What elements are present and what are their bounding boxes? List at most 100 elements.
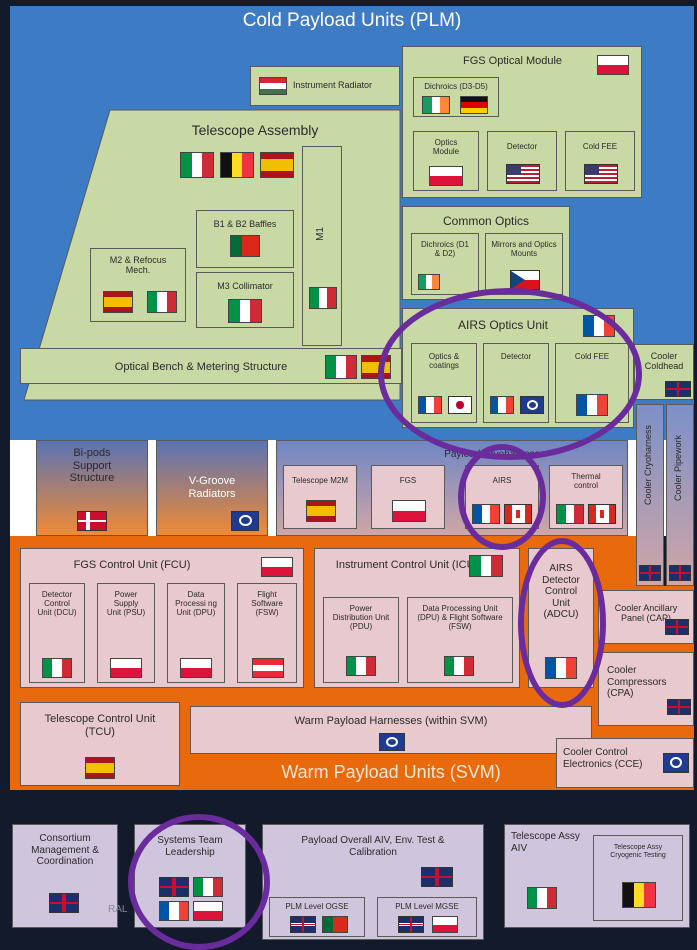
poland-flag [597, 55, 629, 75]
highlight-ring-adcu [518, 538, 606, 708]
optics-module-label: Optics Module [432, 138, 460, 157]
cce-box: Cooler Control Electronics (CCE) [556, 738, 694, 788]
ireland-flag [418, 274, 440, 290]
instrument-radiator-label: Instrument Radiator [293, 80, 373, 90]
dpu-box: Data Processi ng Unit (DPU) [167, 583, 225, 683]
uk-flag [665, 381, 691, 397]
cooler-coldhead-label: Cooler Coldhead [644, 351, 684, 372]
usa-flag [506, 164, 540, 184]
psu-box: Power Supply Unit (PSU) [97, 583, 155, 683]
common-optics-box: Common Optics Dichroics (D1 & D2) Mirror… [402, 206, 570, 300]
pdu-box: Power Distribution Unit (PDU) [323, 597, 399, 683]
payload-aiv-label: Payload Overall AIV, Env. Test & Calibra… [301, 835, 445, 858]
m1-label: M1 [315, 227, 326, 241]
cooler-cryoharness-label: Cooler Cryoharness [643, 425, 653, 506]
hungary-flag [259, 77, 287, 95]
cce-label: Cooler Control Electronics (CCE) [563, 747, 643, 770]
mirrors-mounts-box: Mirrors and Optics Mounts [485, 233, 563, 295]
partial-text: RAL [108, 904, 128, 915]
instrument-radiator-box: Instrument Radiator [250, 66, 400, 106]
m2-refocus-label: M2 & Refocus Mech. [109, 255, 167, 276]
svm-title: Warm Payload Units (SVM) [281, 762, 501, 782]
italy-flag [147, 291, 177, 313]
spain-flag [260, 152, 294, 178]
highlight-ring-airs-optics [378, 288, 642, 460]
italy-flag [346, 656, 376, 676]
consortium-label: Consortium Management & Coordination [31, 833, 99, 867]
esa-flag [379, 733, 405, 751]
uk-flag [669, 565, 691, 581]
uk-flag [398, 916, 424, 933]
fsw-label: Flight Software (FSW) [251, 590, 283, 618]
optics-module-box: Optics Module [413, 131, 479, 191]
uk-flag [49, 893, 79, 913]
dcu-label: Detector Control Unit (DCU) [37, 590, 77, 618]
vgroove-box: V-Groove Radiators [156, 440, 268, 536]
optical-bench-label: Optical Bench & Metering Structure [114, 361, 288, 373]
thermal-control-label: Thermal control [571, 472, 601, 491]
b1b2-baffles-label: B1 & B2 Baffles [213, 219, 277, 229]
uk-flag [667, 699, 691, 715]
dichroics-d1d2-label: Dichroics (D1 & D2) [420, 240, 469, 259]
italy-flag [228, 299, 262, 323]
uk-flag [290, 916, 316, 933]
poland-flag [180, 658, 212, 678]
psu-label: Power Supply Unit (PSU) [106, 590, 146, 618]
uk-flag [639, 565, 661, 581]
b1b2-baffles-box: B1 & B2 Baffles [196, 210, 294, 268]
dpu-fsw-box: Data Processing Unit (DPU) & Flight Soft… [407, 597, 513, 683]
fgs-optical-module-box: FGS Optical Module Dichroics (D3-D5) Opt… [402, 46, 642, 198]
dichroics-d3d5-label: Dichroics (D3-D5) [424, 82, 488, 91]
dichroics-d1d2-box: Dichroics (D1 & D2) [411, 233, 479, 295]
thermal-control-box: Thermal control [549, 465, 623, 529]
poland-flag [432, 916, 458, 933]
italy-flag [556, 504, 584, 524]
m3-collimator-label: M3 Collimator [217, 281, 273, 291]
cpa-label: Cooler Compressors (CPA) [607, 665, 667, 699]
denmark-flag [77, 511, 107, 531]
italy-flag [42, 658, 72, 678]
dcu-box: Detector Control Unit (DCU) [29, 583, 85, 683]
poland-flag [392, 500, 426, 522]
telescope-m2m-box: Telescope M2M [283, 465, 357, 529]
ireland-flag [422, 96, 450, 114]
m2-refocus-box: M2 & Refocus Mech. [90, 248, 186, 322]
italy-flag [180, 152, 214, 178]
pdu-label: Power Distribution Unit (PDU) [332, 604, 390, 632]
tcu-box: Telescope Control Unit (TCU) [20, 702, 180, 786]
dichroics-d3d5-box: Dichroics (D3-D5) [413, 77, 499, 117]
highlight-ring-systems-team [128, 814, 270, 950]
poland-flag [261, 557, 293, 577]
dpu-fsw-label: Data Processing Unit (DPU) & Flight Soft… [417, 604, 503, 632]
uk-flag [421, 867, 453, 887]
spain-flag [103, 291, 133, 313]
payload-aiv-box: Payload Overall AIV, Env. Test & Calibra… [262, 824, 484, 940]
belgium-flag [220, 152, 254, 178]
icu-box: Instrument Control Unit (ICU) Power Dist… [314, 548, 520, 688]
poland-flag [429, 166, 463, 186]
poland-flag [110, 658, 142, 678]
italy-flag [469, 555, 503, 577]
italy-flag [309, 287, 337, 309]
cooler-pipework-label: Cooler Pipework [673, 435, 683, 502]
telescope-cryo-test-label: Telescope Assy Cryogenic Testing [610, 844, 666, 860]
cap-box: Cooler Ancillary Panel (CAP) [598, 590, 694, 644]
warm-harness-label: Warm Payload Harnesses (within SVM) [294, 715, 488, 727]
belgium-flag [622, 882, 656, 908]
plm-title: Cold Payload Units (PLM) [242, 10, 462, 31]
mirrors-mounts-label: Mirrors and Optics Mounts [491, 240, 557, 259]
fcu-box: FGS Control Unit (FCU) Detector Control … [20, 548, 304, 688]
fcu-label: FGS Control Unit (FCU) [73, 559, 191, 571]
payload-cryoharness-box: Payload Cryoharness Telescope M2M FGS AI… [276, 440, 628, 536]
cpa-box: Cooler Compressors (CPA) [598, 652, 694, 726]
vgroove-label: V-Groove Radiators [188, 475, 236, 500]
telescope-aiv-label: Telescope Assy AIV [511, 831, 580, 854]
cooler-cryoharness-box: Cooler Cryoharness [636, 404, 664, 586]
common-optics-label: Common Optics [442, 214, 530, 228]
uk-flag [665, 619, 689, 635]
m1-box: M1 [302, 146, 342, 346]
m3-collimator-box: M3 Collimator [196, 272, 294, 328]
icu-label: Instrument Control Unit (ICU) [335, 559, 479, 571]
consortium-box: Consortium Management & Coordination [12, 824, 118, 928]
plm-mgse-box: PLM Level MGSE [377, 897, 477, 937]
